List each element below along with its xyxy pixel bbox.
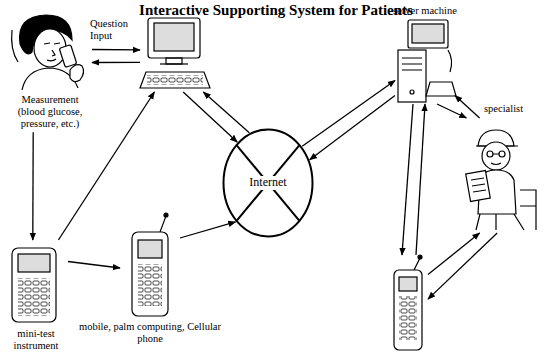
node-label: specialist	[484, 103, 550, 115]
diagram-title: Interactive Supporting System for Patien…	[0, 2, 552, 19]
node-label: mobile, palm computing, Cellular phone	[70, 321, 230, 345]
server-machine	[398, 20, 456, 102]
node-label: Internet	[247, 176, 288, 190]
internet-circle: Internet	[222, 128, 314, 238]
cross-line	[237, 145, 300, 221]
connector-arrow	[203, 92, 249, 133]
server-node: server machine	[395, 20, 455, 104]
computer-node: Question Input	[140, 14, 212, 92]
patient-node: Measurement (blood glucose, pressure, et…	[8, 14, 92, 132]
connector-arrow	[92, 49, 140, 51]
connector-arrow	[180, 222, 236, 238]
connector-arrow	[437, 104, 466, 118]
cellular-phone	[394, 255, 422, 350]
node-label: Measurement (blood glucose, pressure, et…	[8, 94, 92, 130]
mini-test-node: mini-test instrument	[4, 240, 68, 326]
node-label: server machine	[393, 5, 493, 17]
phone-node	[388, 255, 428, 353]
mobile-node: mobile, palm computing, Cellular phone	[120, 218, 180, 318]
specialist-figure	[466, 130, 536, 230]
connector-arrow	[183, 92, 237, 142]
connector-arrow	[402, 104, 413, 255]
connector-arrow	[428, 233, 497, 299]
connector-arrow	[416, 104, 425, 255]
connector-arrow	[302, 81, 395, 147]
mobile-phone	[132, 213, 168, 316]
mini-test-device	[12, 248, 56, 322]
circle-outline	[224, 130, 313, 237]
patient-figure	[12, 15, 84, 90]
node-label: mini-test instrument	[4, 328, 68, 352]
computer	[140, 18, 210, 88]
connector-arrow	[428, 233, 480, 275]
node-label: Question Input	[90, 18, 138, 42]
connector-arrow	[455, 96, 480, 118]
connector-arrow	[92, 62, 140, 63]
connector-arrow	[310, 96, 395, 160]
connector-arrow	[32, 132, 34, 240]
connector-arrow	[68, 262, 120, 269]
cross-line	[237, 145, 300, 221]
specialist-node: specialist	[462, 118, 550, 233]
